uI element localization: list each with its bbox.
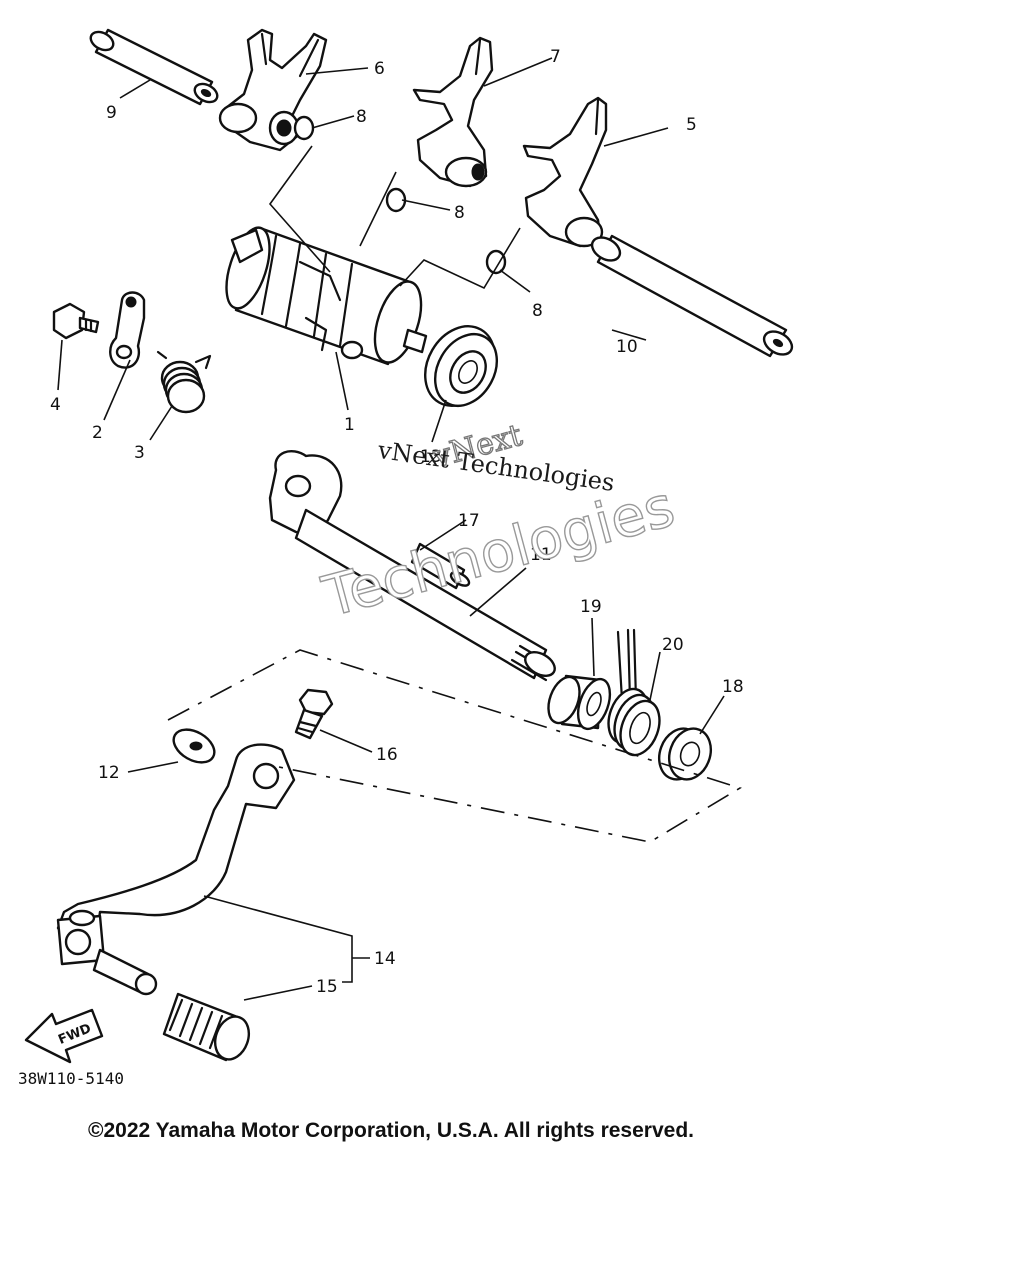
callout-8a: 8: [356, 107, 367, 127]
shift-shaft: [268, 450, 556, 682]
shift-rod-short: [89, 28, 219, 106]
callout-14: 14: [374, 949, 396, 969]
collar-19: [547, 674, 612, 731]
callout-12: 12: [98, 763, 120, 783]
callout-15: 15: [316, 977, 338, 997]
bolt-16: [294, 688, 334, 740]
torsion-spring-3: [156, 350, 212, 414]
callout-20: 20: [662, 635, 684, 655]
watermark: vNext Technologies vNext Technologies: [315, 417, 682, 631]
shift-fork-7: [412, 36, 494, 188]
callout-16: 16: [376, 745, 398, 765]
callout-9: 9: [106, 103, 117, 123]
callout-3: 3: [134, 443, 145, 463]
callout-10: 10: [616, 337, 638, 357]
callout-5: 5: [686, 115, 697, 135]
bolt-4: [52, 302, 100, 340]
shift-pedal: [56, 743, 296, 966]
leader-lines: [57, 57, 742, 1001]
callout-1: 1: [344, 415, 355, 435]
callout-4: 4: [50, 395, 61, 415]
pedal-rubber-15: [162, 992, 251, 1062]
callout-11: 11: [530, 545, 552, 565]
torsion-spring-20: [607, 628, 661, 757]
shift-drum: [225, 226, 428, 366]
oil-seal-18: [658, 727, 712, 781]
callout-2: 2: [92, 423, 103, 443]
callout-18: 18: [722, 677, 744, 697]
copyright-notice: ©2022 Yamaha Motor Corporation, U.S.A. A…: [88, 1119, 694, 1142]
shift-fork-5: [522, 96, 608, 248]
fwd-arrow-icon: FWD: [24, 1008, 104, 1064]
pin-17: [410, 542, 471, 590]
shift-fork-6: [218, 28, 328, 152]
drawing-code: 38W110-5140: [18, 1069, 124, 1088]
callout-8b: 8: [454, 203, 465, 223]
guide-pin-8c: [485, 249, 507, 275]
callout-17: 17: [458, 511, 480, 531]
pedal-footrest-rod: [92, 948, 158, 996]
watermark-technologies: Technologies: [316, 474, 681, 630]
washer-12: [172, 728, 216, 764]
callout-7: 7: [550, 47, 561, 67]
callout-19: 19: [580, 597, 602, 617]
callout-6: 6: [374, 59, 385, 79]
callout-13: 13: [420, 447, 442, 467]
bearing: [424, 325, 499, 407]
callout-8c: 8: [532, 301, 543, 321]
guide-pin-8a: [293, 115, 315, 141]
shift-rod-long: [590, 234, 794, 358]
stopper-lever-2: [109, 291, 146, 369]
